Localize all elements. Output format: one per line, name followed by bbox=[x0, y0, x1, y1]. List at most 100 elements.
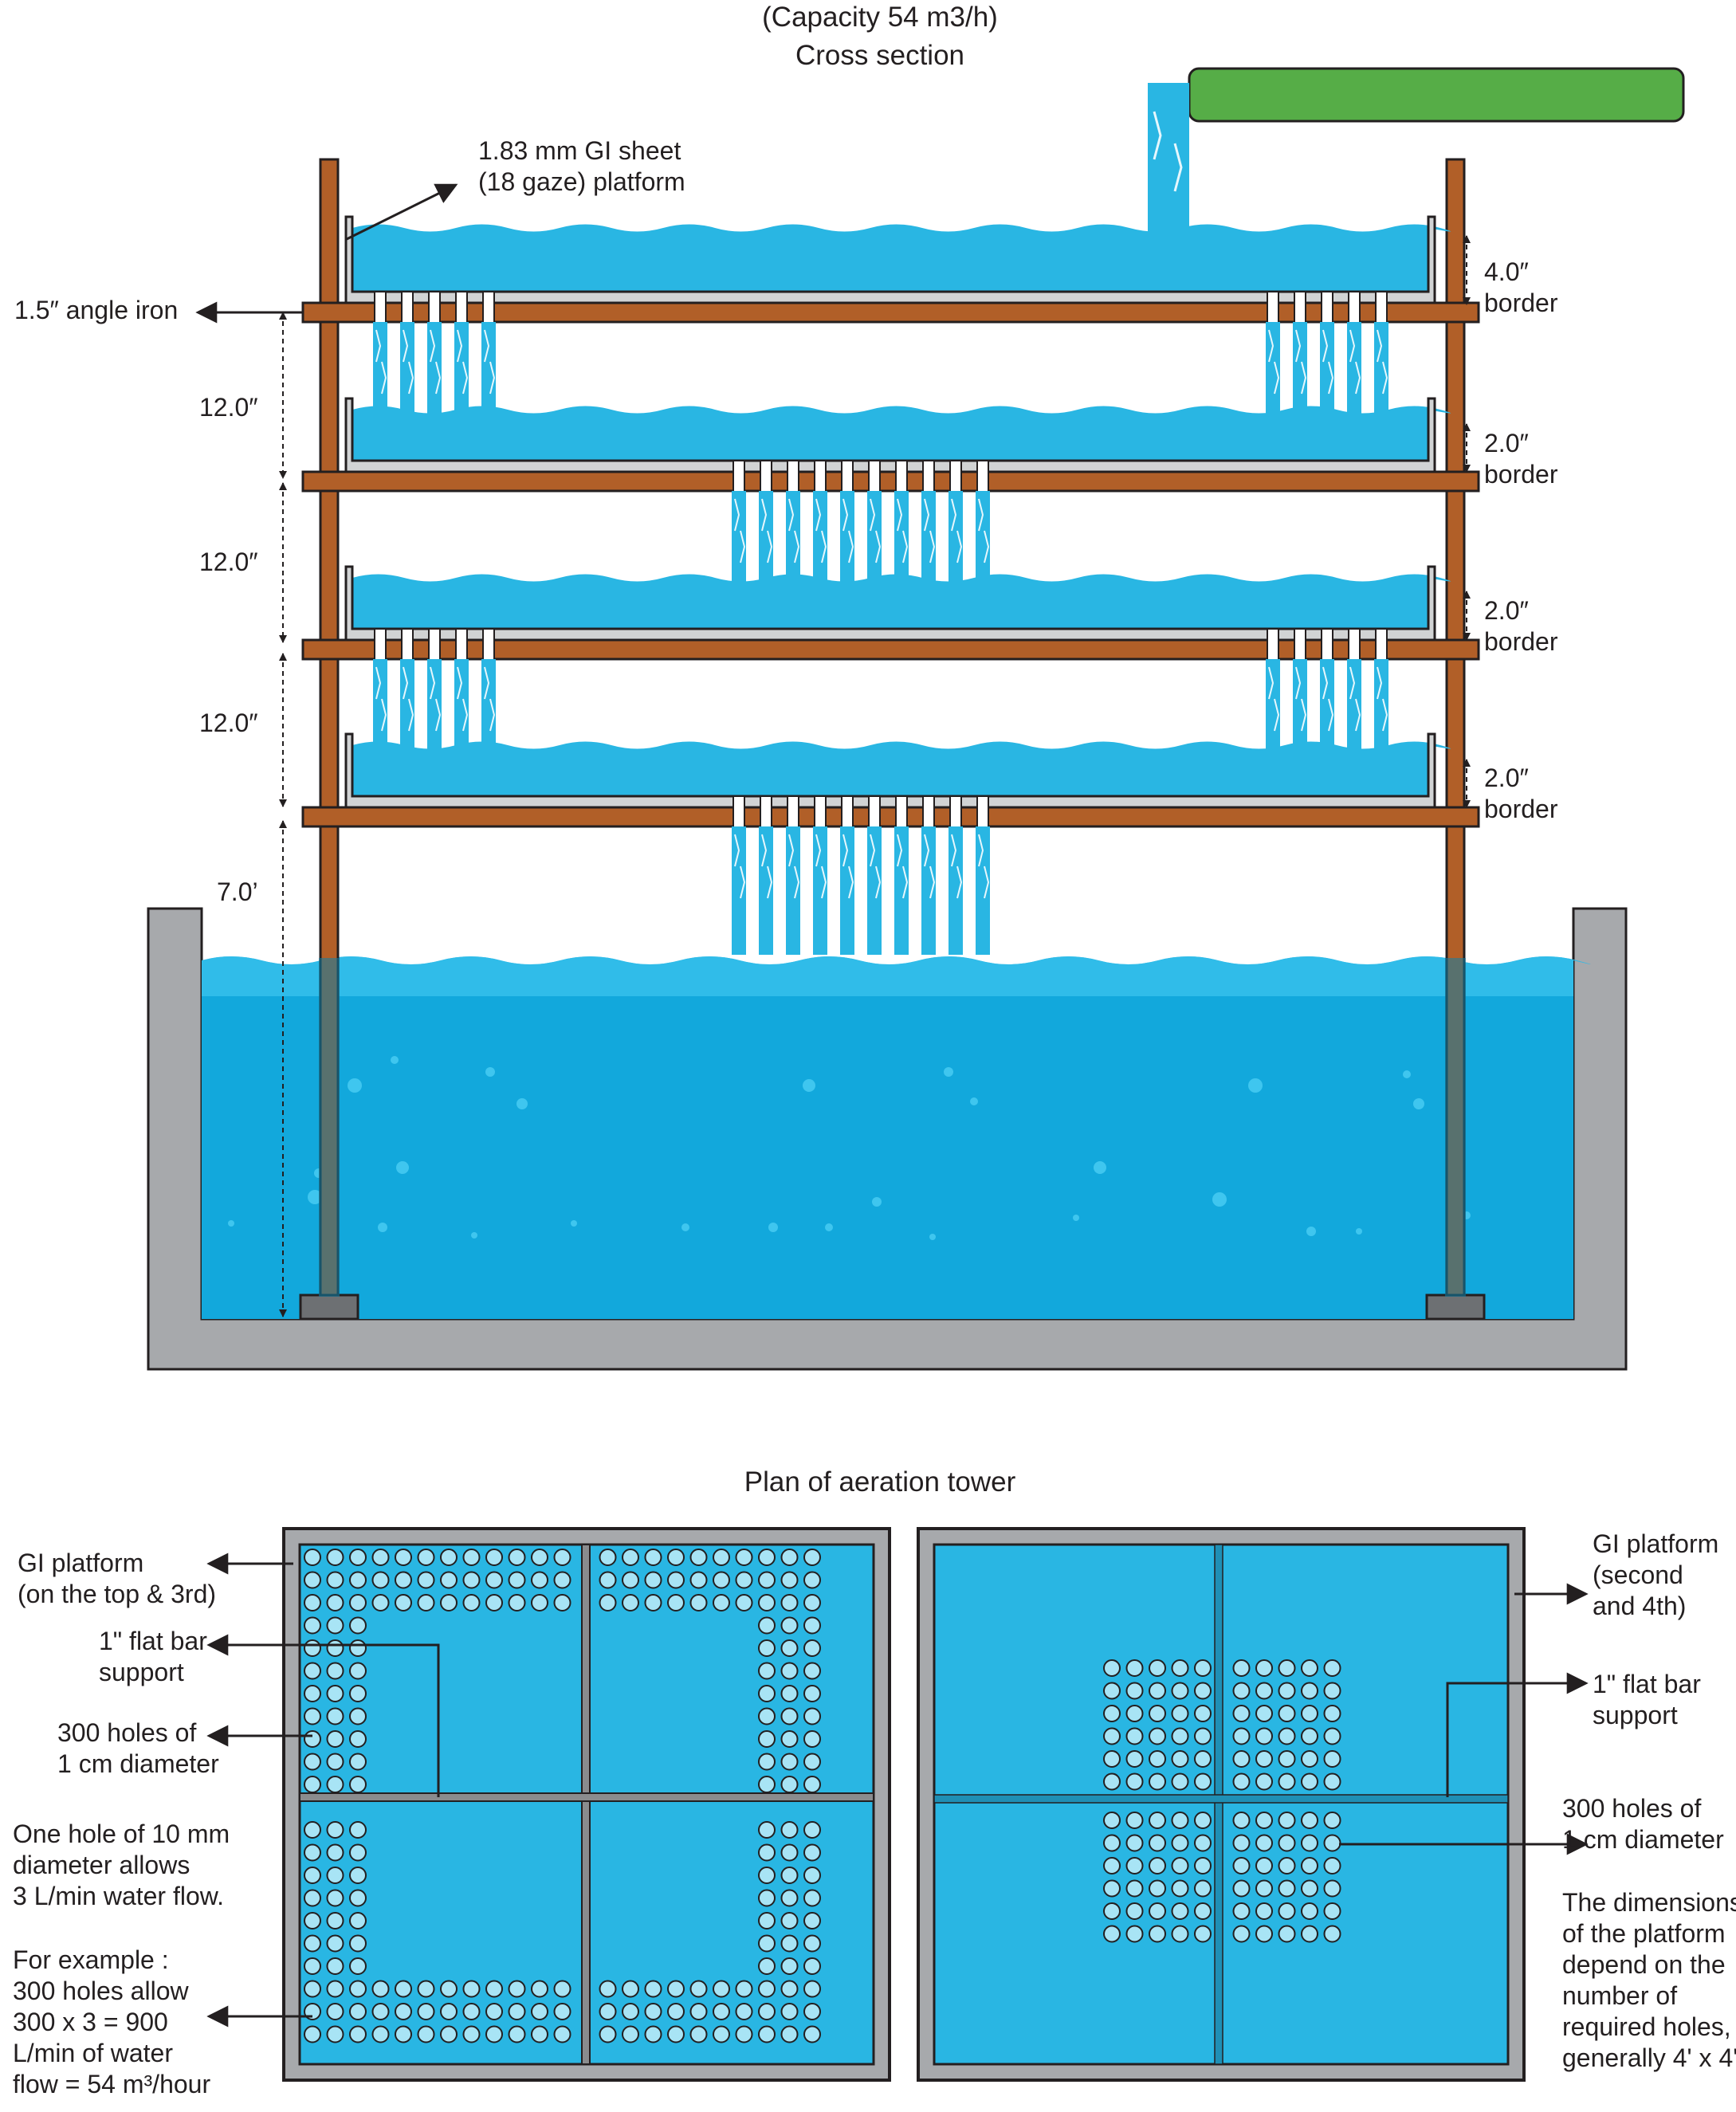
plan-right-hole-3-1 bbox=[1125, 1727, 1144, 1745]
tray-hole-3-0-0 bbox=[732, 795, 745, 829]
cross-section-title: Cross section bbox=[795, 40, 965, 71]
plan-left-hole-19-16 bbox=[667, 1980, 685, 1998]
plan-right-hole-0-0 bbox=[1103, 1659, 1121, 1677]
plan-right-hole-4-8 bbox=[1301, 1750, 1318, 1768]
capacity-label: (Capacity 54 m3/h) bbox=[762, 2, 998, 33]
angle-iron-bar-1 bbox=[301, 470, 1480, 493]
tray-hole-3-0-9 bbox=[976, 795, 989, 829]
bubble-13 bbox=[228, 1220, 234, 1227]
stream-t2-ripple-9 bbox=[978, 498, 990, 563]
plan-left-hole-6-22 bbox=[803, 1685, 821, 1702]
plan-left-hole-10-21 bbox=[780, 1776, 799, 1793]
plan-left-hole-16-2 bbox=[349, 1912, 367, 1929]
plan-left-hole-20-9 bbox=[508, 2003, 526, 2020]
plan-left-hole-6-2 bbox=[349, 1685, 367, 1702]
bubble-16 bbox=[571, 1220, 577, 1227]
plan-left-hole-21-19 bbox=[735, 2025, 753, 2043]
plan-right-hole-7-7 bbox=[1278, 1834, 1296, 1852]
plan-left-hole-0-11 bbox=[553, 1549, 571, 1566]
tray-hole-3-0-8 bbox=[949, 795, 962, 829]
bubble-19 bbox=[825, 1223, 833, 1231]
tank-water-body bbox=[202, 956, 1591, 1319]
plan-left-hole-20-10 bbox=[531, 2003, 548, 2020]
plan-left-hole-2-4 bbox=[395, 1594, 412, 1611]
plan-left-hole-17-21 bbox=[780, 1934, 799, 1953]
plan-left-hole-15-22 bbox=[803, 1889, 821, 1907]
stream-t2-6 bbox=[894, 491, 909, 588]
plan-right-hole-10-3 bbox=[1171, 1902, 1189, 1920]
plan-left-hole-0-22 bbox=[803, 1549, 821, 1566]
plan-right-hole-9-5 bbox=[1232, 1879, 1251, 1898]
stream-t4-ripple-2 bbox=[788, 834, 800, 899]
stream-t2-ripple-7 bbox=[924, 498, 936, 563]
dimension-lines bbox=[279, 235, 1471, 1317]
plan-right-hole-8-4 bbox=[1194, 1857, 1212, 1874]
stream-t3-left-3 bbox=[454, 659, 469, 756]
plan-right-hole-4-1 bbox=[1125, 1750, 1144, 1768]
tray-hole-2-1-2 bbox=[1321, 628, 1333, 661]
plan-left-hole-5-2 bbox=[349, 1662, 367, 1680]
plan-left-hole-2-13 bbox=[599, 1594, 617, 1611]
plan-right-hole-6-9 bbox=[1323, 1812, 1341, 1829]
plan-left-hole-0-10 bbox=[531, 1549, 548, 1566]
tray-hole-1-0-3 bbox=[814, 460, 827, 493]
leader-left-flat-bar bbox=[206, 1634, 440, 1797]
stream-t1-left-ripple-4 bbox=[484, 329, 496, 395]
plan-left-hole-20-21 bbox=[780, 2003, 799, 2020]
tray-hole-2-0-2 bbox=[428, 628, 441, 661]
plan-right-hole-4-9 bbox=[1323, 1750, 1341, 1768]
plan-right-hole-8-7 bbox=[1278, 1857, 1296, 1874]
plan-right-hole-5-4 bbox=[1194, 1772, 1212, 1791]
plan-right-hole-1-4 bbox=[1194, 1682, 1212, 1700]
bubble-22 bbox=[1212, 1192, 1227, 1207]
plan-left-hole-20-3 bbox=[371, 2003, 390, 2020]
plan-left-hole-17-20 bbox=[758, 1934, 776, 1953]
plan-right-hole-8-2 bbox=[1149, 1857, 1166, 1874]
plan-left-hole-18-20 bbox=[758, 1957, 776, 1975]
plan-right-hole-2-5 bbox=[1232, 1705, 1251, 1722]
plan-left-hole-2-16 bbox=[667, 1594, 685, 1611]
plan-right-hole-1-6 bbox=[1255, 1682, 1273, 1700]
plan-left-hole-1-13 bbox=[599, 1571, 617, 1589]
plan-view bbox=[282, 1527, 1526, 2082]
plan-left-hole-21-20 bbox=[758, 2025, 776, 2043]
tray-hole-3-0-7 bbox=[922, 795, 935, 829]
tray-hole-1-0-5 bbox=[868, 460, 881, 493]
plan-right-hole-3-3 bbox=[1171, 1727, 1189, 1745]
border-label-3: 2.0″border bbox=[1484, 596, 1558, 656]
tray-hole-2-0-4 bbox=[482, 628, 495, 661]
plan-left-hole-18-0 bbox=[304, 1957, 321, 1975]
plan-left-hole-15-2 bbox=[349, 1889, 367, 1907]
plan-left-hole-19-18 bbox=[713, 1980, 730, 1998]
plan-right-hole-6-1 bbox=[1125, 1812, 1144, 1829]
bubble-2 bbox=[485, 1067, 495, 1077]
plan-right-hole-11-8 bbox=[1301, 1925, 1318, 1943]
plan-left-hole-12-2 bbox=[349, 1821, 367, 1839]
stream-t3-left-ripple-4 bbox=[484, 666, 496, 732]
plan-left-hole-6-1 bbox=[326, 1685, 344, 1702]
stream-t1-right-ripple-4 bbox=[1377, 329, 1388, 395]
stream-t2-ripple-3 bbox=[815, 498, 827, 563]
plan-left-hole-0-14 bbox=[622, 1549, 639, 1566]
plan-left-hole-15-0 bbox=[304, 1889, 321, 1907]
plan-left-hole-2-14 bbox=[622, 1594, 639, 1611]
spacing-label-2: 12.0″ bbox=[199, 548, 258, 576]
tray-hole-3-0-6 bbox=[895, 795, 908, 829]
bubble-20 bbox=[872, 1197, 882, 1207]
bubble-26 bbox=[1073, 1215, 1079, 1221]
plan-right-hole-10-5 bbox=[1232, 1902, 1251, 1920]
plan-right-hole-9-8 bbox=[1301, 1879, 1318, 1898]
plan-left-hole-20-20 bbox=[758, 2003, 776, 2020]
tank-water-surface bbox=[202, 956, 1591, 996]
plan-left-hole-4-0 bbox=[304, 1639, 321, 1657]
tray-water-2 bbox=[352, 574, 1451, 634]
plan-left-hole-0-9 bbox=[508, 1549, 526, 1566]
stream-t1-right-ripple-3 bbox=[1349, 329, 1361, 395]
plan-right-hole-0-3 bbox=[1171, 1659, 1189, 1677]
plan-left-hole-1-22 bbox=[803, 1571, 821, 1589]
plan-left-hole-20-16 bbox=[667, 2003, 685, 2020]
plan-left-hole-20-4 bbox=[395, 2003, 412, 2020]
plan-left-hole-7-21 bbox=[780, 1707, 799, 1725]
plan-right-hole-1-2 bbox=[1149, 1682, 1166, 1700]
